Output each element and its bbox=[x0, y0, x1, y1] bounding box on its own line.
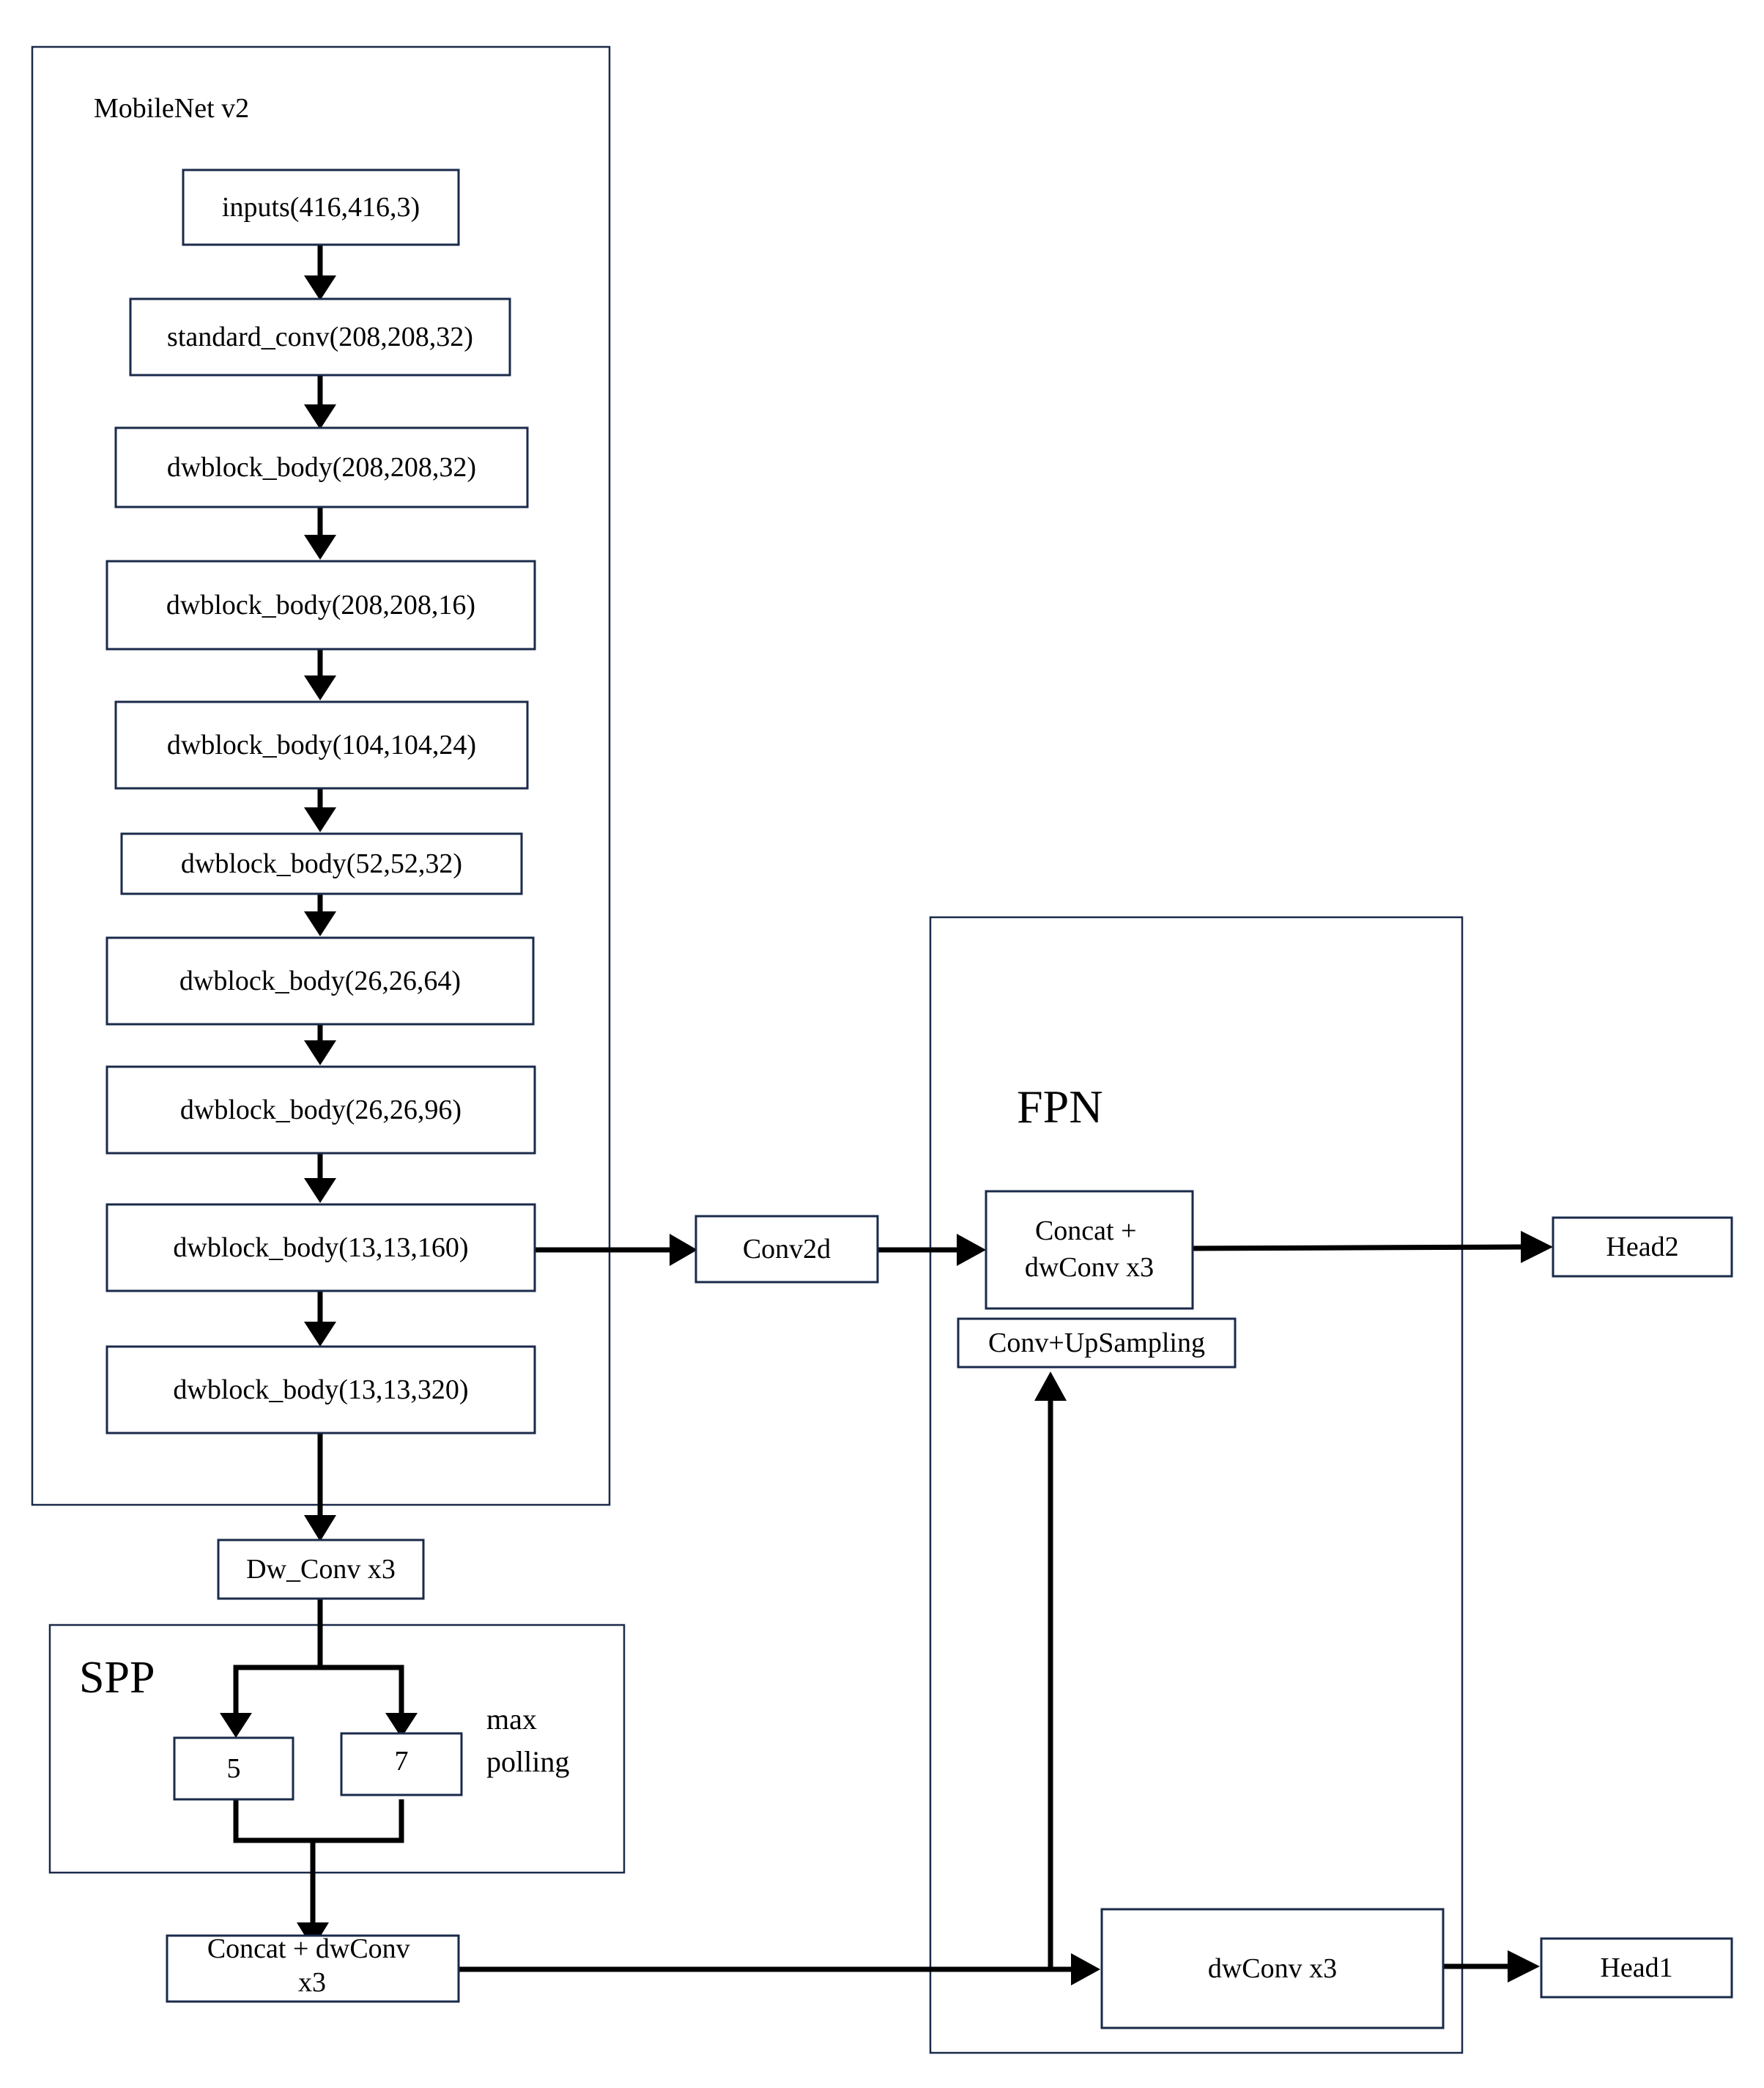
node-dwblock-4-label: dwblock_body(52,52,32) bbox=[181, 848, 462, 879]
node-head1 bbox=[1540, 1937, 1733, 1999]
node-dwblock-3-label: dwblock_body(104,104,24) bbox=[167, 730, 476, 760]
node-fpn-dwconv bbox=[1100, 1908, 1445, 2029]
node-head2-label: Head2 bbox=[1606, 1232, 1678, 1262]
fpn-group bbox=[929, 916, 1464, 2054]
node-conv-upsampling-label: Conv+UpSampling bbox=[988, 1328, 1205, 1358]
node-dwblock-7-label: dwblock_body(13,13,160) bbox=[173, 1232, 468, 1263]
node-pool-7-label: 7 bbox=[395, 1746, 409, 1777]
spp-group-label: SPP bbox=[79, 1653, 155, 1703]
node-fpn-dwconv-label: dwConv x3 bbox=[1208, 1953, 1337, 1984]
node-dwblock-2 bbox=[105, 560, 536, 651]
node-concat-dwconv-label: Concat + dwConv x3 bbox=[207, 1933, 417, 1998]
node-dwblock-6 bbox=[105, 1065, 536, 1155]
node-pool-5 bbox=[173, 1736, 294, 1801]
node-fpn-concat-label: Concat + dwConv x3 bbox=[1025, 1215, 1154, 1283]
node-dwblock-8 bbox=[105, 1345, 536, 1434]
node-conv2d bbox=[694, 1215, 879, 1284]
mobilenet-group-label: MobileNet v2 bbox=[94, 93, 249, 124]
node-dwblock-5 bbox=[105, 936, 535, 1026]
node-dwblock-4 bbox=[120, 832, 523, 895]
node-dwblock-2-label: dwblock_body(208,208,16) bbox=[166, 590, 475, 621]
node-conv2d-label: Conv2d bbox=[743, 1234, 831, 1265]
node-conv-upsampling bbox=[957, 1317, 1237, 1369]
node-standard-conv bbox=[129, 297, 511, 377]
node-dwblock-6-label: dwblock_body(26,26,96) bbox=[180, 1095, 462, 1125]
node-inputs bbox=[182, 169, 460, 246]
node-inputs-label: inputs(416,416,3) bbox=[222, 192, 420, 223]
spp-group bbox=[48, 1624, 626, 1874]
node-dwblock-8-label: dwblock_body(13,13,320) bbox=[173, 1374, 468, 1405]
node-fpn-concat bbox=[985, 1190, 1194, 1310]
node-dwblock-3 bbox=[114, 700, 529, 790]
connectors bbox=[220, 243, 1553, 1985]
node-dwblock-5-label: dwblock_body(26,26,64) bbox=[179, 966, 461, 996]
max-polling-label: max polling bbox=[486, 1703, 569, 1778]
node-dwblock-7 bbox=[105, 1203, 536, 1292]
node-concat-dwconv-line-2: x3 bbox=[298, 1967, 326, 1998]
node-dwblock-1 bbox=[114, 426, 529, 508]
max-polling-line-1: max bbox=[486, 1703, 537, 1736]
max-polling-line-2: polling bbox=[486, 1745, 569, 1778]
node-concat-dwconv-line-1: Concat + dwConv bbox=[207, 1933, 410, 1964]
node-pool-5-label: 5 bbox=[227, 1753, 241, 1784]
node-head1-label: Head1 bbox=[1600, 1952, 1672, 1983]
node-dw-conv-x3-label: Dw_Conv x3 bbox=[246, 1554, 396, 1585]
node-head2 bbox=[1552, 1216, 1733, 1278]
node-dw-conv-x3 bbox=[217, 1539, 425, 1600]
fpn-group-label: FPN bbox=[1017, 1081, 1102, 1133]
node-concat-dwconv bbox=[166, 1934, 460, 2003]
node-standard-conv-label: standard_conv(208,208,32) bbox=[167, 322, 473, 352]
node-dwblock-1-label: dwblock_body(208,208,32) bbox=[167, 452, 476, 483]
node-pool-7 bbox=[340, 1732, 463, 1796]
node-fpn-concat-line-2: dwConv x3 bbox=[1025, 1252, 1154, 1283]
node-fpn-concat-line-1: Concat + bbox=[1035, 1215, 1137, 1246]
